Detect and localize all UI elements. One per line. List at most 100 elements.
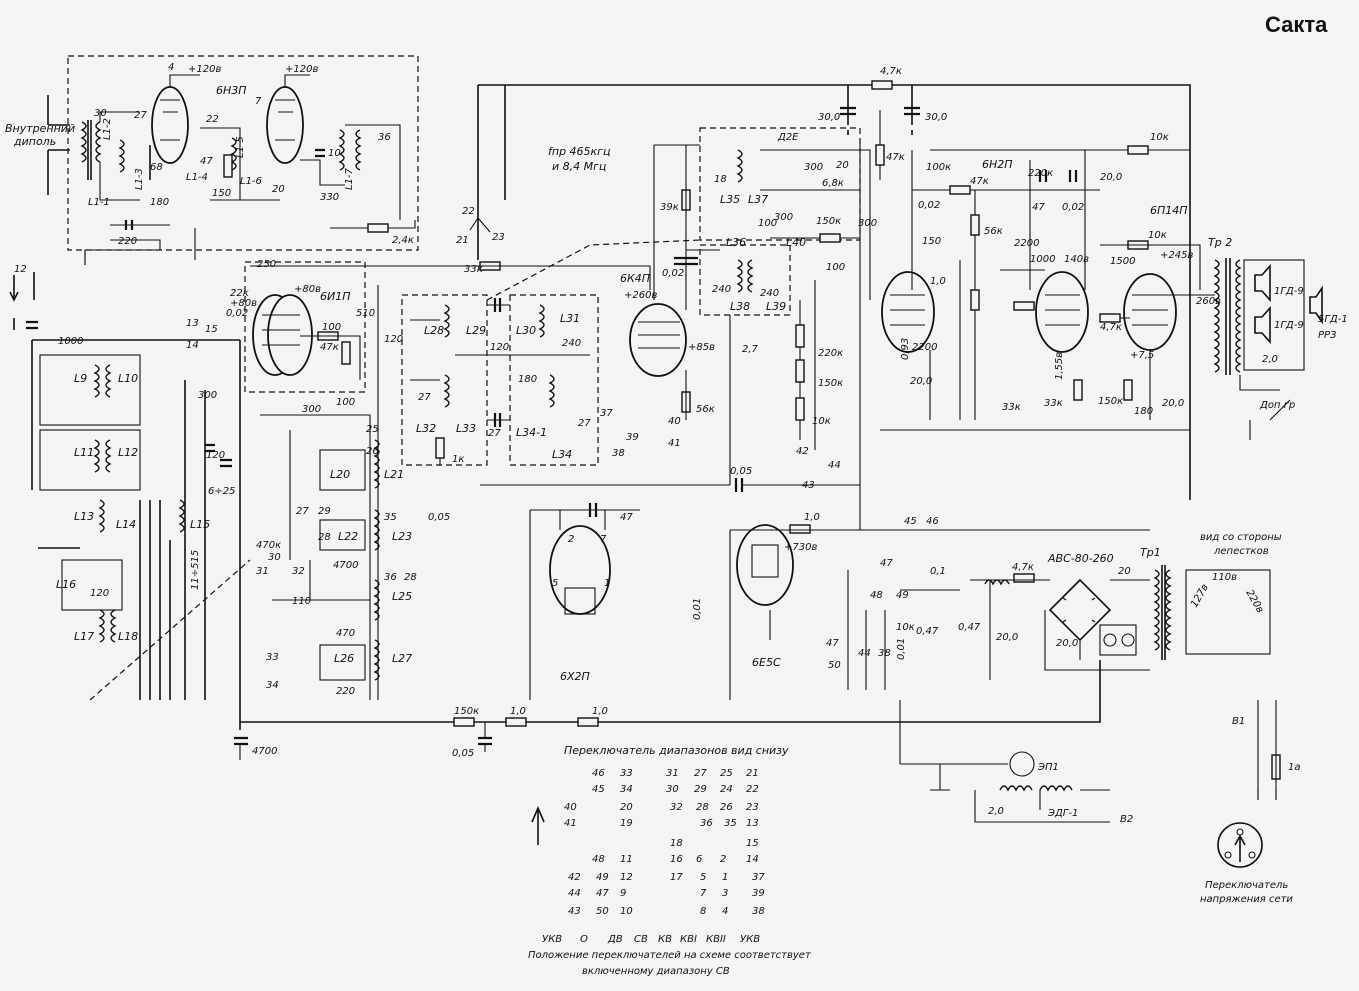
svg-text:34: 34	[620, 784, 633, 795]
svg-text:150к: 150к	[1098, 396, 1123, 407]
svg-text:28: 28	[318, 532, 331, 543]
svg-text:L9: L9	[74, 372, 87, 385]
svg-text:120: 120	[384, 334, 403, 345]
svg-text:30,0: 30,0	[925, 112, 947, 123]
svg-text:вид со стороны: вид со стороны	[1200, 532, 1282, 543]
svg-text:L39: L39	[766, 300, 786, 313]
svg-text:33к: 33к	[1002, 402, 1021, 413]
svg-text:470к: 470к	[256, 540, 281, 551]
svg-text:L1-1: L1-1	[88, 197, 110, 208]
svg-text:47: 47	[200, 156, 213, 167]
svg-text:СВ: СВ	[634, 934, 648, 945]
svg-text:180: 180	[518, 374, 537, 385]
svg-text:20,0: 20,0	[996, 632, 1018, 643]
svg-text:6Е5С: 6Е5С	[752, 656, 781, 669]
svg-text:24: 24	[720, 784, 733, 795]
svg-text:10к: 10к	[1150, 132, 1169, 143]
svg-text:300: 300	[858, 218, 877, 229]
svg-text:26: 26	[720, 802, 733, 813]
svg-text:33к: 33к	[1044, 398, 1063, 409]
svg-text:6÷25: 6÷25	[208, 486, 235, 497]
svg-text:В1: В1	[1232, 716, 1245, 727]
svg-text:29: 29	[318, 506, 331, 517]
svg-text:26: 26	[366, 446, 379, 457]
svg-text:10к: 10к	[896, 622, 915, 633]
speaker-icon	[1254, 263, 1323, 345]
svg-text:36: 36	[384, 572, 397, 583]
svg-text:L1-7: L1-7	[344, 167, 355, 190]
band-switch-table: Переключатель диапазонов вид снизу 46 33…	[528, 744, 812, 977]
svg-text:В2: В2	[1120, 814, 1133, 825]
svg-text:1000: 1000	[1030, 254, 1055, 265]
svg-text:40: 40	[668, 416, 681, 427]
svg-text:470: 470	[336, 628, 355, 639]
svg-text:4,7к: 4,7к	[1100, 322, 1122, 333]
svg-text:1ГД-9: 1ГД-9	[1274, 320, 1304, 331]
svg-text:L23: L23	[392, 530, 412, 543]
svg-text:19: 19	[620, 818, 633, 829]
vhf-block-frame	[67, 55, 419, 251]
svg-text:4: 4	[722, 906, 728, 917]
svg-text:0,02: 0,02	[918, 200, 940, 211]
oscillator-box-1	[39, 354, 141, 426]
svg-text:0,01: 0,01	[692, 598, 703, 620]
svg-text:КВ: КВ	[658, 934, 672, 945]
svg-text:28: 28	[404, 572, 417, 583]
svg-text:лепестков: лепестков	[1213, 546, 1269, 557]
tube-6k4p: 6К4П	[620, 272, 687, 377]
svg-text:4,7к: 4,7к	[880, 66, 902, 77]
svg-text:32: 32	[670, 802, 683, 813]
svg-text:1500: 1500	[1110, 256, 1135, 267]
svg-text:39: 39	[752, 888, 765, 899]
switch-table-rows: 46 33 31 27 25 21 45 34 30 29 24 22 40 2…	[564, 768, 765, 917]
svg-text:20: 20	[1118, 566, 1131, 577]
svg-text:+120в: +120в	[188, 64, 221, 75]
svg-text:L33: L33	[456, 422, 476, 435]
svg-text:150: 150	[212, 188, 231, 199]
svg-text:45: 45	[592, 784, 605, 795]
svg-text:10: 10	[620, 906, 633, 917]
edg-1-pickup: ЭДГ-1 2,0	[974, 785, 1110, 823]
svg-text:50: 50	[828, 660, 841, 671]
svg-text:7: 7	[255, 96, 262, 107]
svg-text:L27: L27	[392, 652, 412, 665]
svg-text:36: 36	[700, 818, 713, 829]
svg-text:9: 9	[620, 888, 626, 899]
svg-text:L1-4: L1-4	[186, 172, 208, 183]
svg-text:0,1: 0,1	[930, 566, 946, 577]
svg-text:2,0: 2,0	[988, 806, 1004, 817]
svg-text:100: 100	[758, 218, 777, 229]
svg-text:150к: 150к	[454, 706, 479, 717]
svg-text:510: 510	[356, 308, 375, 319]
svg-text:L21: L21	[384, 468, 404, 481]
svg-text:127в: 127в	[1189, 582, 1211, 609]
svg-text:20,0: 20,0	[1162, 398, 1184, 409]
svg-text:0,02: 0,02	[1062, 202, 1084, 213]
svg-text:22: 22	[746, 784, 759, 795]
svg-text:2,7: 2,7	[742, 344, 759, 355]
svg-text:30,0: 30,0	[818, 112, 840, 123]
svg-text:1а: 1а	[1288, 762, 1301, 773]
band-labels: УКВ О ДВ СВ КВ КВI КВII УКВ	[542, 934, 760, 945]
svg-text:150к: 150к	[816, 216, 841, 227]
svg-text:33к: 33к	[464, 264, 483, 275]
if-filter-2	[509, 294, 599, 466]
svg-text:16: 16	[670, 854, 683, 865]
svg-text:36: 36	[378, 132, 391, 143]
svg-text:23: 23	[746, 802, 759, 813]
svg-text:1,0: 1,0	[804, 512, 820, 523]
svg-text:ЭДГ-1: ЭДГ-1	[1047, 808, 1078, 819]
svg-text:Переключатель: Переключатель	[1205, 880, 1288, 891]
svg-text:28: 28	[696, 802, 709, 813]
svg-text:20,0: 20,0	[1100, 172, 1122, 183]
svg-text:240: 240	[562, 338, 581, 349]
svg-text:30: 30	[94, 108, 107, 119]
svg-text:100: 100	[322, 322, 341, 333]
oscillator-box-2	[39, 429, 141, 491]
svg-text:АВС-80-260: АВС-80-260	[1047, 552, 1114, 565]
svg-text:38: 38	[752, 906, 765, 917]
svg-text:L31: L31	[560, 312, 580, 325]
svg-text:УКВ: УКВ	[542, 934, 562, 945]
svg-text:20: 20	[620, 802, 633, 813]
